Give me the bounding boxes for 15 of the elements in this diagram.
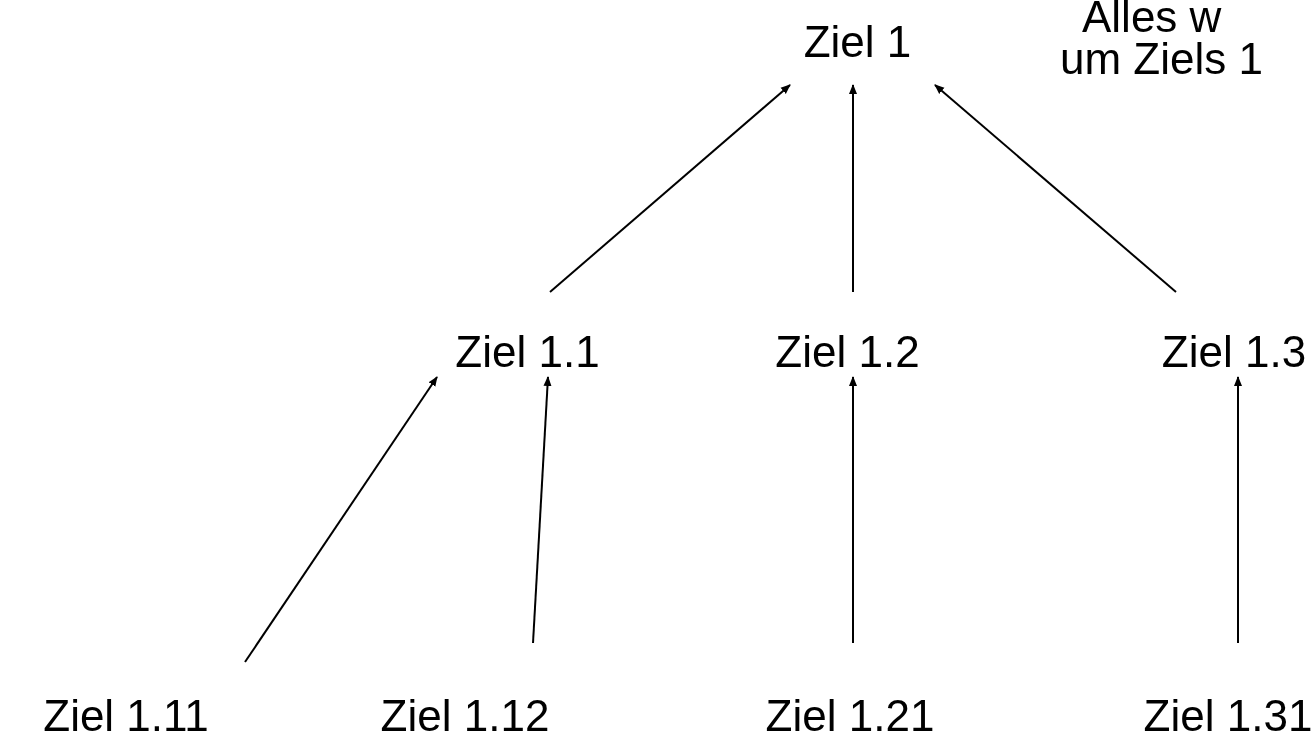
goal-label: Ziel 1.12 bbox=[380, 691, 550, 741]
arrow bbox=[1234, 376, 1242, 644]
goal-label: Ziel 1.11 bbox=[43, 691, 209, 741]
arrow bbox=[549, 84, 791, 293]
goal-label: Ziel 1.1 bbox=[455, 327, 600, 377]
arrow bbox=[244, 376, 438, 663]
arrow bbox=[849, 84, 857, 293]
arrow bbox=[532, 376, 552, 644]
goal-label: Ziel 1.31 bbox=[1143, 691, 1313, 741]
goal-label: Ziel 1.3 bbox=[1161, 327, 1307, 377]
arrow bbox=[934, 84, 1177, 293]
goal-label: Ziel 1 bbox=[803, 17, 912, 67]
goal-label: Ziel 1.21 bbox=[765, 691, 935, 741]
goal-label: Ziel 1.2 bbox=[775, 327, 920, 377]
arrow bbox=[849, 376, 857, 644]
